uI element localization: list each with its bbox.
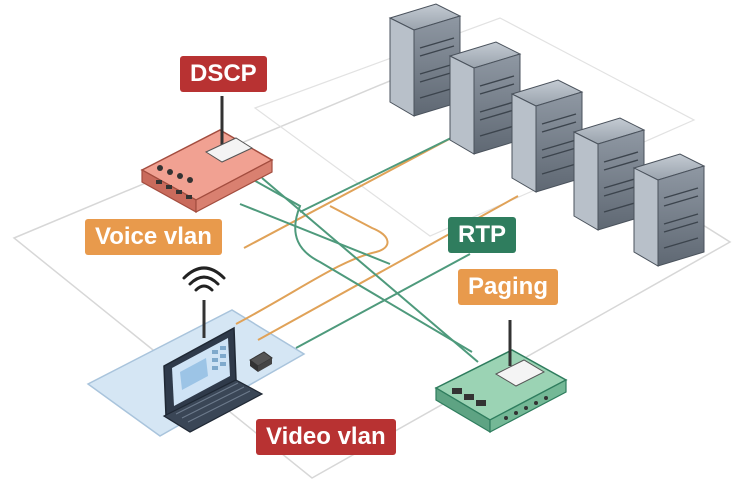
- laptop-icon: [162, 300, 264, 433]
- rtp-label: RTP: [448, 217, 516, 253]
- dscp-label: DSCP: [180, 56, 267, 92]
- server-icon: [572, 117, 646, 231]
- video-vlan-label: Video vlan: [256, 419, 396, 455]
- camera-icon: [249, 351, 273, 372]
- server-icon: [448, 41, 522, 155]
- paging-device-icon: [434, 320, 568, 434]
- router-icon: [140, 96, 274, 214]
- paging-label: Paging: [458, 269, 559, 305]
- server-icon: [388, 3, 462, 117]
- server-icon: [632, 153, 706, 267]
- server-rack: [388, 3, 706, 267]
- server-icon: [510, 79, 584, 193]
- wifi-icon: [182, 266, 226, 292]
- voice-vlan-label: Voice vlan: [85, 219, 222, 255]
